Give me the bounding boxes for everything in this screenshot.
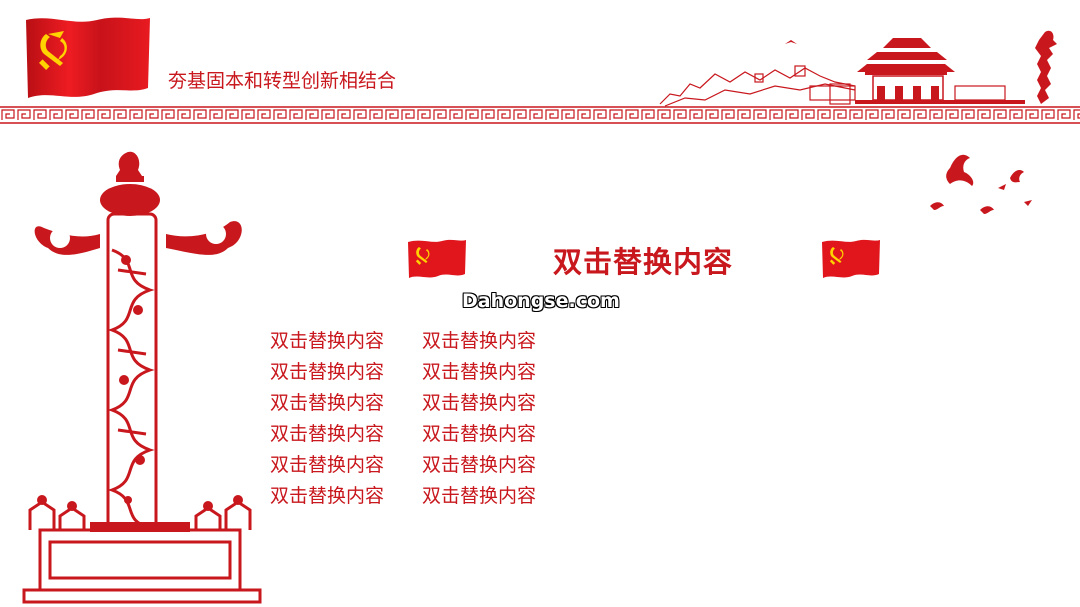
content-item[interactable]: 双击替换内容	[422, 330, 537, 352]
content-item[interactable]: 双击替换内容	[422, 361, 537, 383]
content-item[interactable]: 双击替换内容	[422, 454, 537, 476]
flying-birds-icon	[930, 154, 1032, 214]
content-item[interactable]: 双击替换内容	[270, 454, 385, 476]
content-item[interactable]: 双击替换内容	[270, 485, 385, 507]
party-flag-icon	[822, 239, 880, 278]
watermark-text: Dahongse.com	[462, 290, 620, 312]
tiananmen-skyline-icon	[659, 30, 1057, 107]
content-item[interactable]: 双击替换内容	[422, 392, 537, 414]
party-flag-icon	[408, 239, 466, 278]
content-item[interactable]: 双击替换内容	[422, 423, 537, 445]
huabiao-pillar-icon	[22, 151, 262, 604]
content-item[interactable]: 双击替换内容	[270, 361, 385, 383]
header-title: 夯基固本和转型创新相结合	[168, 70, 397, 92]
fret-border-divider	[0, 106, 1080, 124]
content-item[interactable]: 双击替换内容	[422, 485, 537, 507]
main-title[interactable]: 双击替换内容	[553, 245, 734, 279]
content-grid: 双击替换内容双击替换内容双击替换内容双击替换内容双击替换内容双击替换内容双击替换…	[270, 330, 574, 507]
party-flag-icon	[26, 17, 150, 98]
content-item[interactable]: 双击替换内容	[270, 423, 385, 445]
content-item[interactable]: 双击替换内容	[270, 330, 385, 352]
content-item[interactable]: 双击替换内容	[270, 392, 385, 414]
